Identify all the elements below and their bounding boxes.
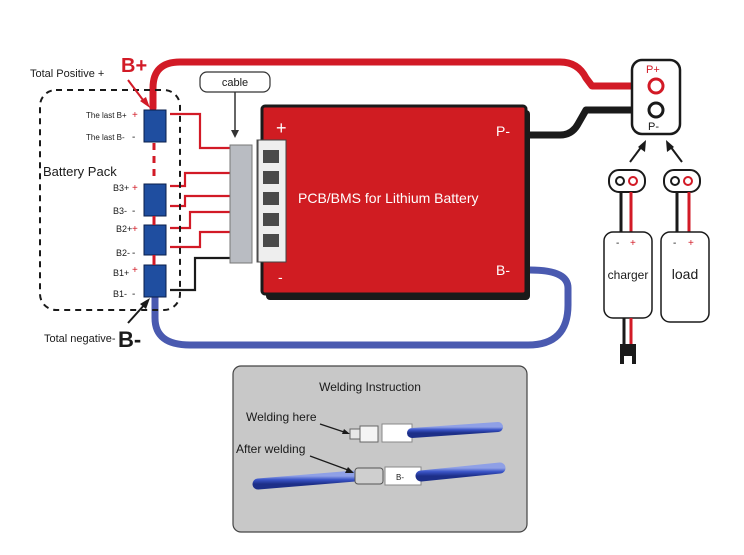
bare-wire-1 (349, 428, 361, 440)
p-minus-port-label: P- (648, 121, 659, 133)
pcb-connector-pins (263, 150, 279, 247)
wire-after-welding-left (252, 470, 361, 490)
charger-plug (608, 169, 646, 193)
balance-lead-b3minus (170, 194, 232, 208)
wires (149, 58, 644, 349)
plus-last: + (132, 110, 138, 121)
total-negative-label: Total negative- (44, 333, 116, 345)
p-plus-port-label: P+ (646, 64, 660, 76)
label-b2-plus: B2+ (116, 224, 132, 234)
balance-connector (229, 144, 253, 264)
welding-here-arrowhead (342, 429, 350, 434)
b-minus-arrowhead (140, 298, 150, 309)
terminal-sleeve-1 (359, 425, 379, 443)
balance-lead-b2minus (170, 230, 232, 249)
plus-b3: + (132, 183, 138, 194)
charger-device: - + charger (603, 169, 653, 364)
pcb-minus: - (278, 269, 283, 285)
b-plus-label: B+ (121, 55, 147, 77)
pcb-plus: + (276, 118, 287, 138)
charger-plus: + (630, 238, 636, 249)
cable-label: cable (222, 77, 248, 89)
minus-last: - (132, 132, 135, 143)
load-plus: + (688, 238, 694, 249)
charger-to-port-arrow (629, 145, 643, 163)
minus-b3: - (132, 206, 135, 217)
charger-body (603, 231, 653, 319)
charger-to-port-arrowhead (638, 140, 646, 152)
welding-here-label: Welding here (246, 410, 317, 424)
cell-b2 (143, 224, 167, 256)
after-welding-arrowhead (345, 467, 354, 473)
cell-labels: The last B+ + The last B- - B3+ + B3- - … (86, 110, 138, 300)
wire-before-welding-right (407, 422, 503, 438)
positive-main-wire (149, 58, 644, 112)
load-label: load (672, 266, 698, 282)
battery-cells (143, 109, 167, 298)
minus-b1: - (132, 289, 135, 300)
load-body (660, 231, 710, 323)
load-device: - + load (660, 169, 710, 323)
total-positive-label: Total Positive + (30, 68, 104, 80)
label-b1-plus: B1+ (113, 268, 129, 278)
welding-title: Welding Instruction (319, 380, 421, 394)
charger-ac-plug (620, 344, 636, 356)
minus-b2: - (132, 248, 135, 259)
pcb-title: PCB/BMS for Lithium Battery (298, 190, 479, 206)
cell-last (143, 109, 167, 143)
after-welding-arrow (309, 455, 349, 471)
p-minus-terminal (647, 101, 665, 119)
cell-b1 (143, 264, 167, 298)
balance-lead-b1minus (170, 256, 232, 292)
load-to-port-arrow (669, 145, 683, 163)
label-b1-minus: B1- (113, 289, 127, 299)
welding-instruction-panel: Welding Instruction Welding here B- Afte… (232, 365, 528, 533)
p-plus-terminal (647, 77, 665, 95)
battery-pack-box (39, 89, 181, 311)
load-minus: - (673, 238, 676, 249)
charger-minus: - (616, 238, 619, 249)
label-b3-minus: B3- (113, 206, 127, 216)
welding-panel-bg (232, 365, 528, 533)
b-minus-blue-wire (151, 266, 572, 349)
label-the-last-bplus: The last B+ (86, 111, 127, 120)
battery-pack-label: Battery Pack (43, 164, 117, 179)
pcb-b-minus: B- (496, 262, 510, 278)
welded-joint (354, 467, 384, 485)
welding-here-arrow (319, 423, 345, 433)
plus-b1: + (132, 265, 138, 276)
after-welding-label: After welding (236, 442, 305, 456)
tag-b-minus: B- (396, 473, 404, 482)
charger-label: charger (608, 268, 649, 282)
p-minus-wire (520, 106, 644, 139)
label-b3-plus: B3+ (113, 183, 129, 193)
balance-lead-bplus (170, 112, 232, 150)
output-port (630, 58, 682, 136)
balance-lead-b3plus (170, 171, 232, 188)
cable-arrowhead (231, 130, 239, 138)
b-minus-label: B- (118, 327, 141, 352)
label-the-last-bminus: The last B- (86, 133, 125, 142)
label-b2-minus: B2- (116, 248, 130, 258)
load-plug (663, 169, 701, 193)
plus-b2: + (132, 224, 138, 235)
load-to-port-arrowhead (666, 140, 674, 152)
wire-after-welding-right (415, 462, 506, 482)
pcb-p-minus: P- (496, 123, 510, 139)
b-plus-arrowhead (140, 97, 150, 108)
cell-b3 (143, 183, 167, 217)
